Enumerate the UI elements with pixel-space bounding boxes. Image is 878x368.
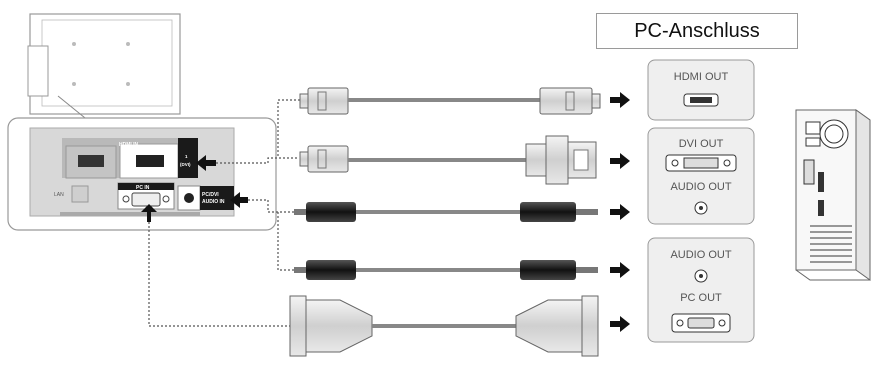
audio-out-label-1: AUDIO OUT [670, 181, 731, 193]
pc-output-box-3: AUDIO OUT PC OUT [647, 237, 755, 343]
hdmi-in-label: HDMI IN [119, 142, 139, 148]
audio-cable-1 [294, 202, 598, 222]
lan-label: LAN [54, 192, 64, 198]
dvi-num: 1 [185, 154, 188, 159]
pc-dvi-audio-label-2: AUDIO IN [202, 199, 225, 205]
pc-dvi-audio-label-1: PC/DVI [202, 192, 219, 198]
page-title: PC-Anschluss [596, 13, 798, 49]
hdmi-out-label: HDMI OUT [674, 71, 729, 83]
tv-input-arrows [141, 155, 248, 222]
hdmi-dvi-cable [299, 135, 597, 185]
pc-in-label: PC IN [136, 185, 150, 191]
output-arrows [610, 92, 630, 332]
tv-port-panel: HDMI IN 1 (DVI) LAN PC IN PC/DVI AUDIO I… [7, 117, 277, 231]
dvi-tag: (DVI) [180, 162, 191, 167]
d-sub-cable [289, 295, 599, 357]
hdmi-hdmi-cable [299, 87, 601, 115]
pc-output-box-1: HDMI OUT [647, 59, 755, 121]
pc-tower-icon [795, 109, 871, 281]
pc-out-label: PC OUT [680, 292, 722, 304]
audio-cable-2 [294, 260, 598, 280]
audio-out-label-2: AUDIO OUT [670, 249, 731, 261]
routing-lines [148, 99, 300, 327]
pc-output-box-2: DVI OUT AUDIO OUT [647, 127, 755, 225]
tv-rear [27, 13, 181, 123]
dvi-out-label: DVI OUT [679, 138, 724, 150]
